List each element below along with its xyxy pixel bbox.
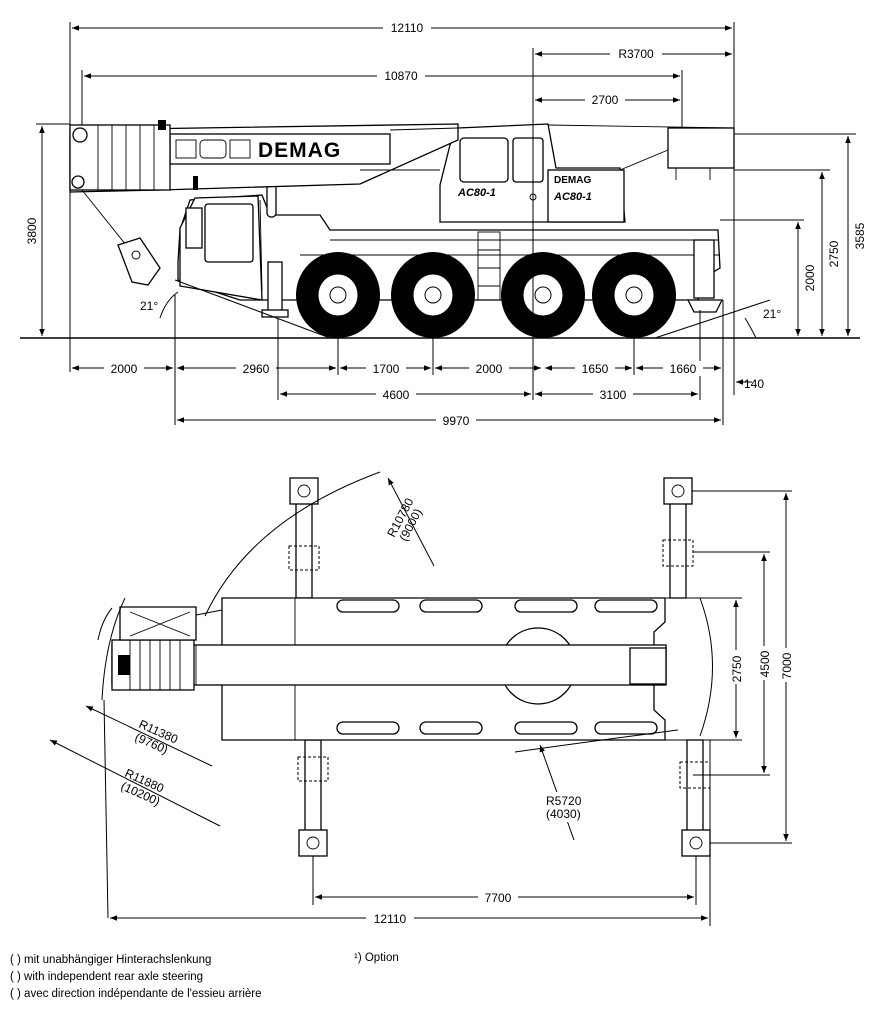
dim-height-mid: 2000 <box>803 264 817 291</box>
dim-chassis-length: 9970 <box>443 414 470 428</box>
dim-wheelbase-front: 4600 <box>383 388 410 402</box>
option-note: ¹) Option <box>354 952 399 964</box>
carrier-cab <box>179 195 263 301</box>
superstructure-panel <box>547 169 625 223</box>
dim-boom-overhang: 2000 <box>111 362 138 376</box>
side-dimension-labels: 12110 R3700 10870 2700 3800 3585 2750 20… <box>25 20 867 428</box>
boom-brand-label: DEMAG <box>258 139 341 162</box>
dim-outrigger-span: 7700 <box>485 891 512 905</box>
crane-cab-window <box>459 137 509 183</box>
dim-overall-length: 12110 <box>391 21 424 35</box>
carrier-cab-window <box>204 203 254 263</box>
dim-width-chassis: 2750 <box>730 655 744 682</box>
dim-wheelbase-rear: 3100 <box>600 388 627 402</box>
hook-cable <box>81 189 161 286</box>
dim-axle-1-2: 1700 <box>373 362 400 376</box>
dim-height-outrigger: 2750 <box>827 240 841 267</box>
crane-cab-door-window <box>512 137 544 183</box>
dim-departure-angle: 21° <box>763 307 781 321</box>
dim-front-axle: 2960 <box>243 362 270 376</box>
dim-width-outrigger-mid: 4500 <box>758 650 772 677</box>
superstructure-brand-label: DEMAG <box>554 175 591 186</box>
side-dimensions <box>36 22 856 425</box>
legend: ( ) mit unabhängiger Hinterachslenkung (… <box>10 952 262 1003</box>
dim-approach-angle: 21° <box>140 299 158 313</box>
dim-rear-last: 1660 <box>670 362 697 376</box>
legend-line-english: ( ) with independent rear axle steering <box>10 971 204 983</box>
dim-boom-length: 10870 <box>384 69 418 83</box>
wheel-4 <box>592 252 676 338</box>
rear-outrigger-jack <box>686 239 724 313</box>
dim-tail-swing-alt: (4030) <box>546 807 581 821</box>
cab-model-label: AC80-1 <box>457 187 496 199</box>
wheel-3 <box>501 252 585 338</box>
legend-line-french: ( ) avec direction indépendante de l'ess… <box>10 988 262 1000</box>
wheel-2 <box>391 252 475 338</box>
dim-top-overall-length: 12110 <box>374 912 407 926</box>
outrigger-beams <box>288 477 711 857</box>
dim-rear-tip: 140 <box>744 377 764 391</box>
top-dimension-labels: R10780 (9000) R11380 (9760) R11880 (1020… <box>119 495 794 926</box>
wheel-1 <box>296 252 380 338</box>
dim-height-cab: 3585 <box>853 222 867 249</box>
dim-height-total: 3800 <box>25 217 39 244</box>
boom-head <box>69 120 198 191</box>
dim-tail-swing: R5720 <box>546 794 582 808</box>
superstructure-model-label: AC80-1 <box>553 191 592 203</box>
legend-line-german: ( ) mit unabhängiger Hinterachslenkung <box>10 954 212 966</box>
side-view: DEMAG AC80-1 AC80-1 DEMAG <box>20 20 867 428</box>
carrier-cab-windshield <box>185 207 203 249</box>
dim-axle-3-4: 1650 <box>582 362 609 376</box>
counterweight <box>547 124 735 180</box>
dim-width-outrigger-full: 7000 <box>780 652 794 679</box>
top-boom <box>111 606 667 691</box>
dim-tail-radius: R3700 <box>618 47 654 61</box>
top-swing-arcs <box>49 471 713 919</box>
top-view: R10780 (9000) R11380 (9760) R11880 (1020… <box>49 471 794 926</box>
dim-rear-overhang: 2700 <box>592 93 619 107</box>
dim-axle-2-3: 2000 <box>476 362 503 376</box>
